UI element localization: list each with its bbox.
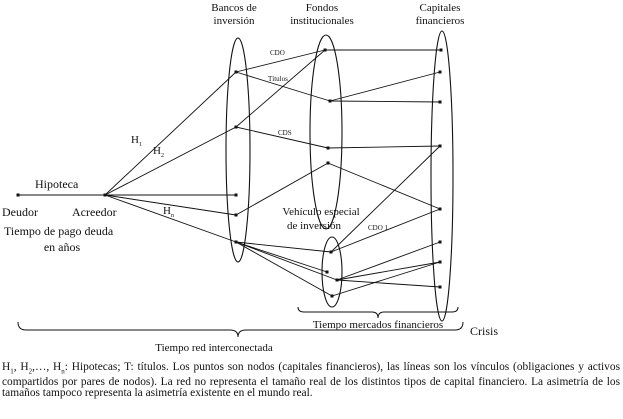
capitales-ellipse [430, 30, 454, 322]
edge-hn [104, 194, 237, 243]
label-acreedor: Acreedor [72, 205, 117, 219]
node-acreedor [103, 193, 107, 197]
edge-h1 [104, 71, 237, 196]
label-h1: H1 [131, 134, 142, 148]
node-bancos-1 [234, 70, 238, 74]
edge-v1-c5 [330, 208, 441, 253]
label-bancos-2: inversión [214, 15, 255, 27]
node-vehiculo-2 [325, 270, 329, 274]
node-fondos-2 [328, 99, 332, 103]
label-tiempo-red: Tiempo red interconectada [155, 342, 273, 354]
node-bancos-4 [234, 213, 238, 217]
edge-v3-c7 [336, 261, 441, 281]
node-capitales-6 [438, 240, 442, 244]
label-capitales-2: financieros [416, 15, 465, 27]
node-capitales-1 [439, 48, 443, 52]
vehiculo-ellipse [321, 236, 343, 308]
edge-b5-f4 [235, 162, 329, 216]
node-capitales-2 [438, 70, 442, 74]
node-capitales-8 [438, 285, 442, 289]
label-tiempo-pago-2: en años [44, 240, 81, 254]
label-hipoteca: Hipoteca [35, 177, 79, 191]
network-diagram: Bancos de inversión Fondos institucional… [2, 2, 498, 354]
edge-cds [235, 126, 329, 149]
fondos-ellipse [309, 34, 343, 230]
node-deudor [16, 193, 20, 197]
node-bancos-3 [234, 193, 238, 197]
bancos-ellipse [225, 37, 251, 263]
edge-v3-c8 [336, 279, 441, 288]
label-crisis: Crisis [470, 324, 498, 338]
label-vehiculo-2: de inversión [287, 220, 342, 232]
edge-b4-f1 [235, 49, 326, 128]
label-fondos-1: Fondos [306, 2, 338, 14]
node-vehiculo-4 [330, 294, 334, 298]
node-bancos-2 [234, 125, 238, 129]
node-capitales-7 [438, 260, 442, 264]
edge-f3-c4 [327, 145, 441, 149]
node-fondos-1 [323, 48, 327, 52]
edge-b6-v2 [235, 241, 328, 273]
edge-v1-c4 [330, 145, 441, 253]
edge-h2 [104, 126, 237, 196]
edge-v4-c7 [331, 261, 441, 297]
node-vehiculo-3 [335, 278, 339, 282]
node-vehiculo-1 [329, 250, 333, 254]
label-vehiculo-1: Vehículo especial [282, 206, 359, 218]
label-fondos-2: institucionales [290, 15, 354, 27]
label-cdo: CDO [270, 49, 285, 57]
figure-caption: H1, H2,…, Hn: Hipotecas; T: títulos. Los… [2, 361, 620, 400]
label-cdo1: CDO 1 [368, 224, 389, 232]
edge-v3-c6 [336, 241, 441, 281]
edge-cdo [235, 49, 326, 73]
edge-b6-v1 [235, 241, 332, 253]
label-titulos: Títulos [268, 75, 288, 83]
label-hn: Hn [163, 205, 174, 219]
label-deudor: Deudor [2, 205, 38, 219]
node-capitales-4 [438, 144, 442, 148]
label-tiempo-mercados: Tiempo mercados financieros [313, 319, 443, 331]
node-capitales-3 [438, 100, 442, 104]
brace-tiempo-mercados [297, 306, 459, 319]
label-bancos-1: Bancos de [211, 2, 257, 14]
label-tiempo-pago-1: Tiempo de pago deuda [4, 224, 114, 238]
edge-f2-c3 [329, 100, 441, 103]
edge-f2-c2 [329, 71, 441, 102]
node-fondos-3 [326, 146, 330, 150]
edge-f4-c5 [327, 162, 441, 210]
node-capitales-5 [438, 207, 442, 211]
edge-b6-v4 [235, 241, 333, 297]
edge-b6-v3 [235, 241, 338, 281]
edge-h4 [104, 194, 237, 216]
label-cds: CDS [278, 129, 292, 137]
brace-tiempo-red [17, 321, 464, 338]
node-fondos-4 [326, 161, 330, 165]
node-bancos-5 [234, 240, 238, 244]
label-capitales-1: Capitales [420, 2, 461, 14]
label-h2: H2 [153, 145, 164, 159]
